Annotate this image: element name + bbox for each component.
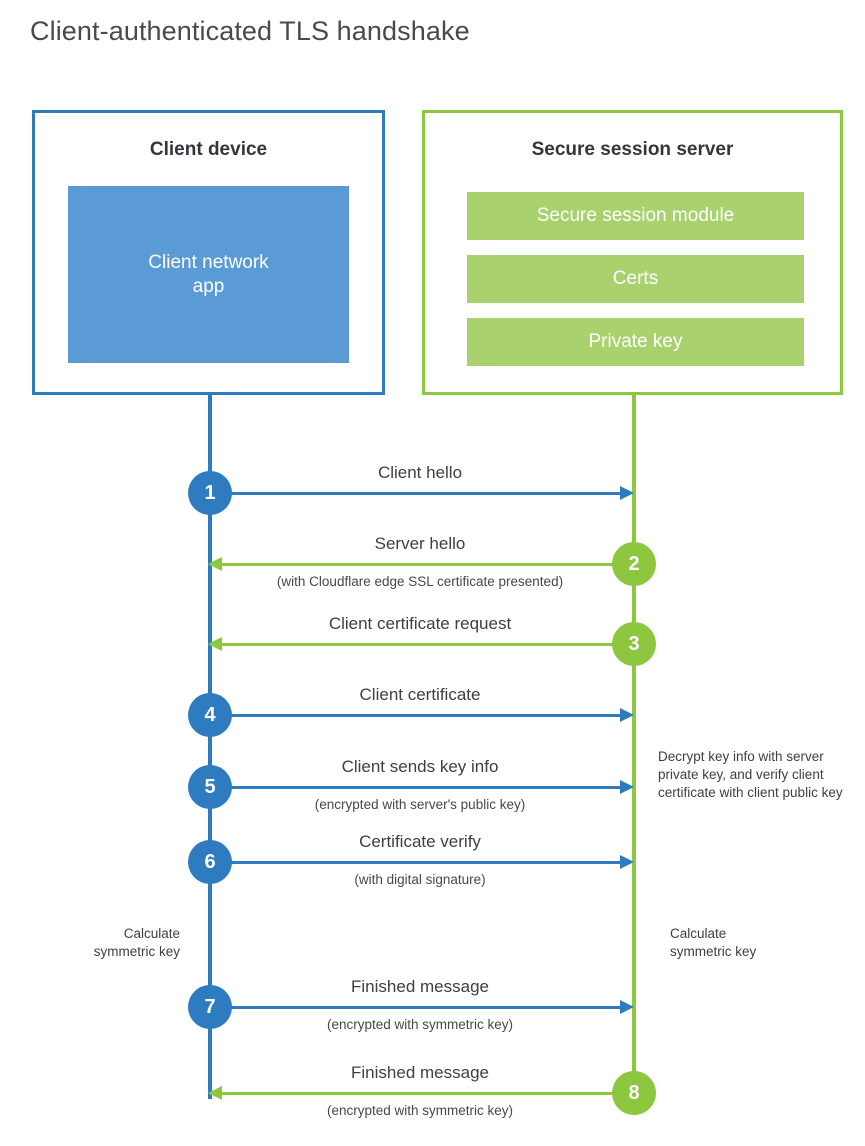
client-calc-note-line1: Calculate — [123, 926, 180, 941]
message-line-4 — [210, 714, 624, 717]
message-line-7 — [210, 1006, 624, 1009]
secure-session-server-title: Secure session server — [531, 139, 734, 160]
client-calc-note-line2: symmetric key — [93, 943, 180, 959]
arrow-head-3 — [208, 637, 222, 651]
server-decrypt-note: Decrypt key info with server private key… — [658, 749, 843, 800]
client-calculate-symmetric-key-note: Calculate symmetric key — [20, 925, 180, 961]
message-line-2 — [210, 563, 624, 566]
page-title: Client-authenticated TLS handshake — [30, 16, 470, 46]
server-block-certs: Certs — [467, 255, 804, 303]
server-lifeline — [632, 393, 636, 1095]
message-line-1 — [210, 492, 624, 495]
message-line-6 — [210, 861, 624, 864]
message-label-2: Server hello — [374, 534, 466, 553]
message-label-1: Client hello — [377, 463, 463, 482]
client-network-app-label: Client network app — [148, 251, 268, 299]
arrow-head-6 — [620, 855, 634, 869]
arrow-head-5 — [620, 780, 634, 794]
step-badge-2[interactable]: 2 — [612, 542, 656, 586]
server-block-secure-session-module: Secure session module — [467, 192, 804, 240]
server-block-private-key: Private key — [467, 318, 804, 366]
client-app-label-line1: Client network — [148, 251, 269, 273]
step-badge-7[interactable]: 7 — [188, 985, 232, 1029]
arrow-head-8 — [208, 1086, 222, 1100]
step-badge-3[interactable]: 3 — [612, 622, 656, 666]
server-calc-note-line1: Calculate — [670, 926, 727, 941]
message-label-7: Finished message — [351, 977, 489, 996]
step-badge-5[interactable]: 5 — [188, 765, 232, 809]
message-label-4: Client certificate — [359, 685, 481, 704]
step-badge-6[interactable]: 6 — [188, 840, 232, 884]
server-calc-note-line2: symmetric key — [670, 943, 757, 959]
message-sublabel-8: (encrypted with symmetric key) — [326, 1103, 514, 1118]
message-label-8: Finished message — [351, 1063, 489, 1082]
message-sublabel-7: (encrypted with symmetric key) — [326, 1017, 514, 1032]
message-line-5 — [210, 786, 624, 789]
arrow-head-1 — [620, 486, 634, 500]
client-lifeline — [208, 393, 212, 1099]
client-device-title: Client device — [149, 139, 268, 160]
arrow-head-4 — [620, 708, 634, 722]
message-label-6: Certificate verify — [359, 832, 481, 851]
step-badge-8[interactable]: 8 — [612, 1071, 656, 1115]
server-calculate-symmetric-key-note: Calculate symmetric key — [670, 925, 850, 961]
step-badge-4[interactable]: 4 — [188, 693, 232, 737]
message-label-3: Client certificate request — [328, 614, 512, 633]
client-app-label-line2: app — [192, 275, 225, 297]
arrow-head-2 — [208, 557, 222, 571]
message-sublabel-5: (encrypted with server's public key) — [314, 797, 526, 812]
message-line-3 — [210, 643, 624, 646]
client-network-app-block: Client network app — [68, 186, 349, 363]
message-sublabel-6: (with digital signature) — [354, 872, 486, 887]
arrow-head-7 — [620, 1000, 634, 1014]
message-line-8 — [210, 1092, 624, 1095]
secure-session-server-box: Secure session server Secure session mod… — [422, 110, 843, 395]
message-sublabel-2: (with Cloudflare edge SSL certificate pr… — [276, 574, 564, 589]
step-badge-1[interactable]: 1 — [188, 471, 232, 515]
message-label-5: Client sends key info — [341, 757, 499, 776]
client-device-box: Client device Client network app — [32, 110, 385, 395]
